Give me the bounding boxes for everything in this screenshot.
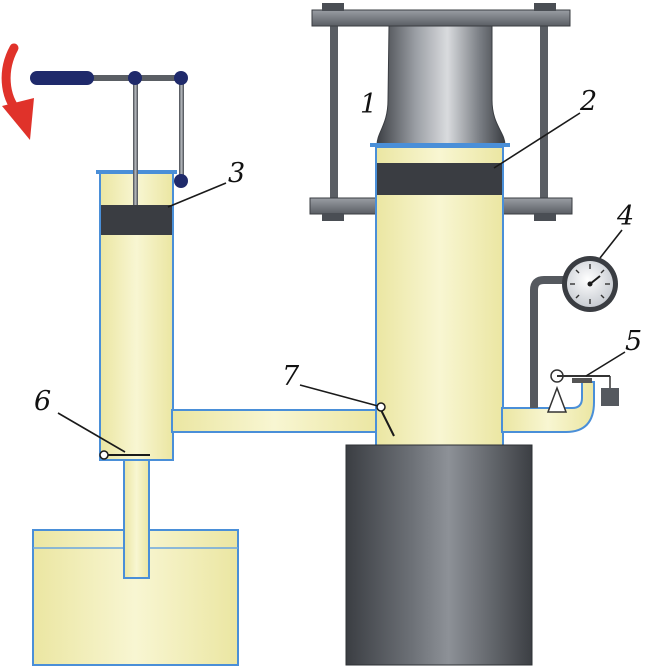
label-5: 5	[625, 326, 642, 357]
outlet-check-valve	[376, 402, 395, 437]
gauge-pipe	[530, 276, 566, 408]
pressure-gauge-icon	[562, 256, 618, 312]
label-4: 4	[616, 201, 634, 232]
curved-arrow-down-icon	[1, 43, 34, 140]
large-cylinder	[370, 143, 510, 448]
inlet-valve	[99, 450, 150, 460]
label-3: 3	[228, 158, 245, 189]
connecting-pipe	[171, 409, 378, 433]
pump-lever	[30, 71, 188, 208]
pressed-object	[376, 25, 506, 146]
label-6: 6	[34, 386, 51, 417]
small-piston	[101, 205, 172, 235]
outlet-pipe	[501, 381, 595, 433]
large-piston	[377, 163, 502, 195]
label-2: 2	[579, 86, 597, 117]
relief-valve	[546, 369, 619, 413]
label-7: 7	[282, 361, 300, 392]
label-1: 1	[360, 89, 377, 120]
press-base	[345, 444, 533, 666]
leader-lines	[57, 112, 626, 453]
